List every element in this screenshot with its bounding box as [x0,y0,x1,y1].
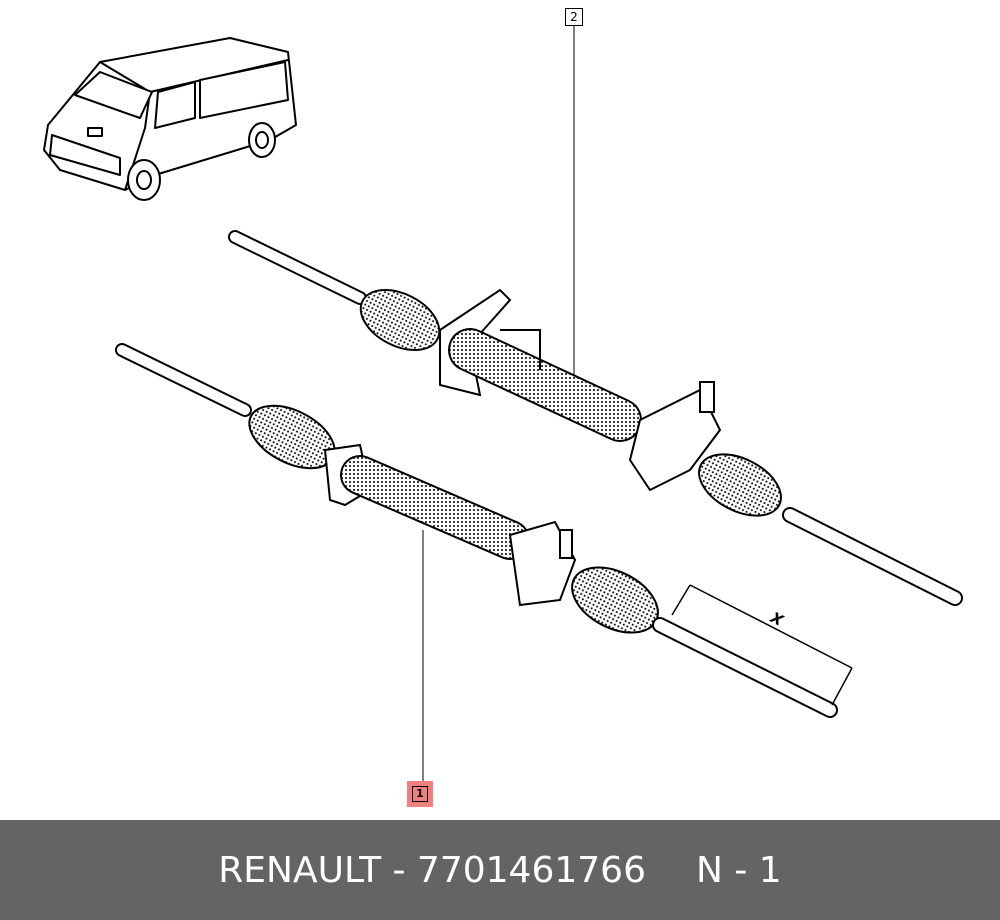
steering-rack-1 [115,343,838,718]
footer-bar: RENAULT - 7701461766 N - 1 [0,820,1000,920]
steering-rack-2 [228,230,963,606]
callout-2[interactable]: 2 [565,8,583,26]
steering-rack-exploded-diagram [43,26,963,783]
van-illustration [43,37,297,201]
quantity-text: N - 1 [695,849,782,891]
part-number-text: RENAULT - 7701461766 [218,849,646,891]
dimension-x [671,584,853,706]
callout-1-label: 1 [412,786,428,802]
callout-1[interactable]: 1 [407,781,433,807]
